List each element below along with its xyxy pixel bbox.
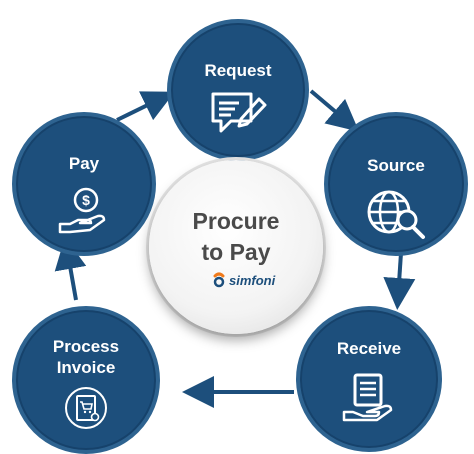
form-pen-icon — [209, 91, 267, 144]
globe-search-icon — [365, 188, 427, 245]
center-hub: Procure to Pay simfoni — [149, 160, 323, 334]
step-label: Source — [367, 156, 425, 175]
simfoni-logo-icon — [213, 272, 225, 288]
step-pay: Pay $ — [12, 112, 156, 256]
step-receive: Receive — [296, 306, 442, 452]
invoice-cart-icon — [64, 386, 108, 435]
step-source: Source — [324, 112, 468, 256]
arrow-source-to-receive — [383, 252, 416, 310]
step-label: Pay — [68, 154, 100, 173]
arrow-invoice-to-pay — [54, 237, 87, 301]
center-title: Procure to Pay — [192, 208, 280, 265]
brand-name: simfoni — [229, 272, 276, 288]
arrow-request-to-source — [309, 89, 360, 132]
step-label: Receive — [336, 339, 402, 358]
brand-logo: simfoni — [211, 272, 275, 288]
dollar-hand-icon: $ — [58, 186, 110, 241]
svg-text:$: $ — [82, 192, 90, 208]
step-request: Request — [167, 19, 309, 161]
arrow-pay-to-request — [116, 91, 175, 122]
step-process-invoice: Process Invoice — [12, 306, 160, 454]
document-hand-icon — [341, 372, 397, 429]
step-label: Process Invoice — [52, 337, 120, 377]
step-label: Request — [204, 61, 272, 80]
